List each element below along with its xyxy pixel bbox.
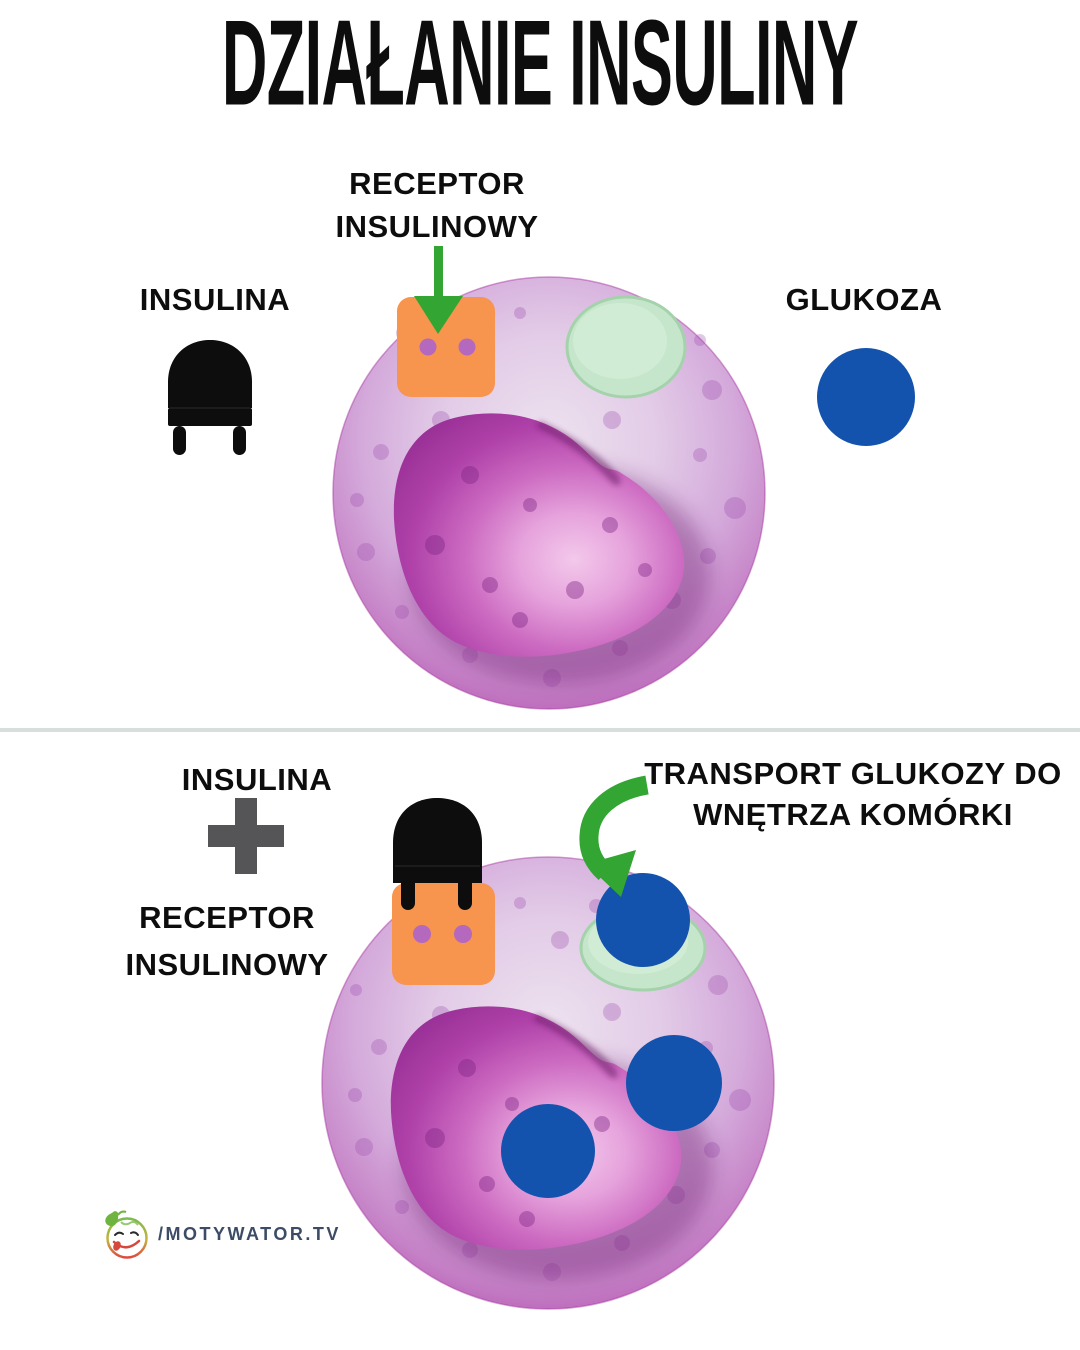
arrow-down-icon [414,246,463,334]
top-panel-illustration [168,246,915,710]
glucose-channel [565,295,687,399]
insulin-icon [168,340,252,455]
insulin-icon [393,798,482,910]
brand-logo-icon [105,1210,148,1259]
curved-arrow-icon [579,775,649,897]
tongue [113,1241,121,1251]
plus-icon [208,798,284,874]
receptor-icon [397,297,495,397]
brand-name: /MOTYWATOR.TV [158,1224,341,1244]
insulin-label-top: INSULINA [139,282,291,317]
nucleus-texture-dots [425,466,652,628]
glucose-icon [817,348,915,446]
transport-label: TRANSPORT GLUKOZY DO WNĘTRZA KOMÓRKI [644,756,1062,832]
insulin-label-bottom: INSULINA [181,762,333,797]
page-title: DZIAŁANIE INSULINY [221,0,859,132]
bottom-panel-illustration [208,775,775,1310]
cell-illustration-bottom [321,856,775,1310]
receptor-label-bottom: RECEPTOR INSULINOWY [125,900,329,982]
glucose-inside-icon [626,1035,722,1131]
nucleus-texture-dots [425,1059,610,1227]
glucose-label-top: GLUKOZA [785,282,943,317]
receptor-with-insulin [392,798,495,985]
nucleus [393,413,685,657]
nucleus-fold-shadow [533,1014,618,1079]
glucose-inside-icon [501,1104,595,1198]
panel-divider [0,728,1080,732]
glucose-entering-icon [596,873,690,967]
nucleus-fold-shadow [536,421,621,486]
receptor-label-top: RECEPTOR INSULINOWY [335,166,539,244]
leaf-icon [105,1211,119,1227]
